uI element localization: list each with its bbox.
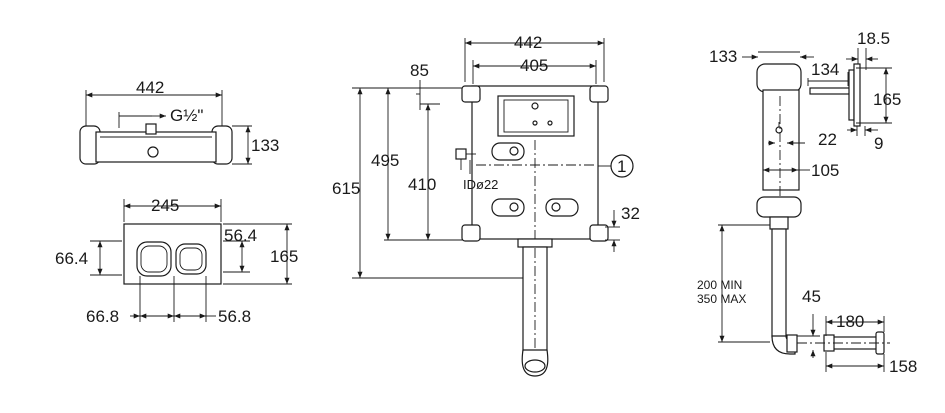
side-bend-label: 45 <box>802 287 821 306</box>
side-pipe-min-label: 200 MIN <box>697 278 742 292</box>
front-width-inner-label: 405 <box>520 56 548 75</box>
frame-bracket-bottom-left <box>461 224 481 242</box>
frame-slot-upper <box>491 142 525 161</box>
side-view: 133 18.5 134 165 9 22 10 <box>697 29 917 376</box>
side-top-cap <box>756 63 802 93</box>
frame-slot-lower-left <box>491 198 525 217</box>
plate-height-left-label: 66.4 <box>55 249 88 268</box>
small-flush-button <box>175 243 207 275</box>
front-foot-label: 32 <box>621 204 640 223</box>
frame-inspection-opening <box>497 95 575 137</box>
front-height-inner-label: 410 <box>408 175 436 194</box>
plate-height-total-label: 165 <box>270 247 298 266</box>
front-height-mid-label: 495 <box>371 151 399 170</box>
side-outlet-length-label: 180 <box>836 312 864 331</box>
outlet-flange <box>517 238 553 248</box>
side-panel-height-label: 165 <box>873 90 901 109</box>
plate-width-right-label: 56.8 <box>218 307 251 326</box>
callout-label: 1 <box>617 157 626 176</box>
side-outlet-socket <box>769 216 789 230</box>
side-bottom-cap <box>756 196 802 218</box>
plate-height-right-label: 56.4 <box>224 226 257 245</box>
front-offset-top-label: 85 <box>410 61 429 80</box>
side-bend-collar <box>786 334 798 353</box>
front-view: 442 405 85 615 495 410 <box>332 33 640 377</box>
top-outlet <box>147 146 159 158</box>
top-width-label: 442 <box>136 78 164 97</box>
front-width-outer-label: 442 <box>514 33 542 52</box>
side-button-rod <box>809 87 851 95</box>
top-cistern-body <box>95 131 217 163</box>
callout-circle <box>610 154 634 178</box>
frame-slot-lower-right <box>545 198 579 217</box>
plate-width-left-label: 66.8 <box>86 307 119 326</box>
side-outlet-pipe <box>771 228 787 338</box>
side-flush-panel <box>848 69 855 121</box>
side-panel-thickness-label: 9 <box>874 134 883 153</box>
plate-width-label: 245 <box>151 196 179 215</box>
side-panel-offset-label: 18.5 <box>857 29 890 48</box>
side-cistern-body <box>762 89 800 191</box>
side-button-offset-label: 22 <box>818 130 837 149</box>
side-pipe-max-label: 350 MAX <box>697 292 746 306</box>
side-depth-panel-label: 134 <box>811 60 839 79</box>
side-depth-label: 133 <box>709 47 737 66</box>
flush-plate-view: 245 56.4 165 66.4 66.8 56.8 <box>55 196 298 326</box>
top-valve <box>145 123 157 135</box>
frame-bracket-top-right <box>589 85 609 103</box>
front-height-total-label: 615 <box>332 179 360 198</box>
top-view: 442 G½" 133 <box>79 78 279 165</box>
top-height-label: 133 <box>251 136 279 155</box>
outlet-bend <box>521 349 549 377</box>
side-cistern-width-label: 105 <box>811 161 839 180</box>
large-flush-button <box>136 241 172 277</box>
frame-bracket-top-left <box>461 85 481 103</box>
thread-label: G½" <box>170 106 203 125</box>
side-flush-plate <box>853 63 861 127</box>
water-inlet-valve <box>455 148 467 160</box>
frame-bracket-bottom-right <box>589 224 609 242</box>
front-pipe-label: IDø22 <box>463 177 498 192</box>
side-outlet-tail-label: 158 <box>889 357 917 376</box>
